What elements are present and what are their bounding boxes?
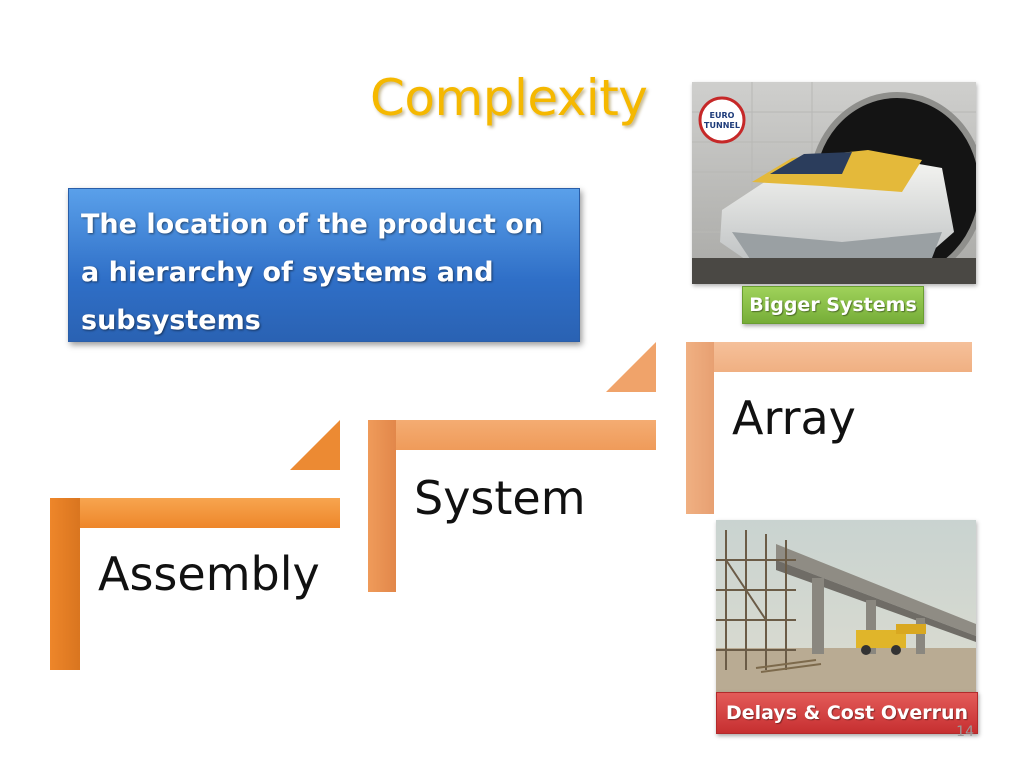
train-tunnel-image: EURO TUNNEL <box>692 82 976 284</box>
delays-cost-overrun-badge: Delays & Cost Overrun <box>716 692 978 734</box>
bigger-systems-badge: Bigger Systems <box>742 286 924 324</box>
definition-box: The location of the product on a hierarc… <box>68 188 580 342</box>
step-array-post <box>686 342 714 514</box>
step-system-post <box>368 420 396 592</box>
step-system-bar <box>368 420 656 450</box>
step-assembly-bar <box>50 498 340 528</box>
step-array-label: Array <box>732 391 856 445</box>
step-array-bar <box>686 342 972 372</box>
page-number: 14 <box>956 724 974 740</box>
construction-image <box>716 520 976 694</box>
construction-illustration <box>716 520 976 694</box>
step-arrow-1 <box>290 420 340 470</box>
step-assembly-label: Assembly <box>98 547 320 601</box>
eurotunnel-logo-text-2: TUNNEL <box>704 121 740 130</box>
slide-title: Complexity <box>370 69 648 127</box>
eurotunnel-logo-text-1: EURO <box>710 111 735 120</box>
step-assembly-post <box>50 498 80 670</box>
step-arrow-2 <box>606 342 656 392</box>
step-system-label: System <box>414 471 586 525</box>
train-tunnel-illustration: EURO TUNNEL <box>692 82 976 284</box>
